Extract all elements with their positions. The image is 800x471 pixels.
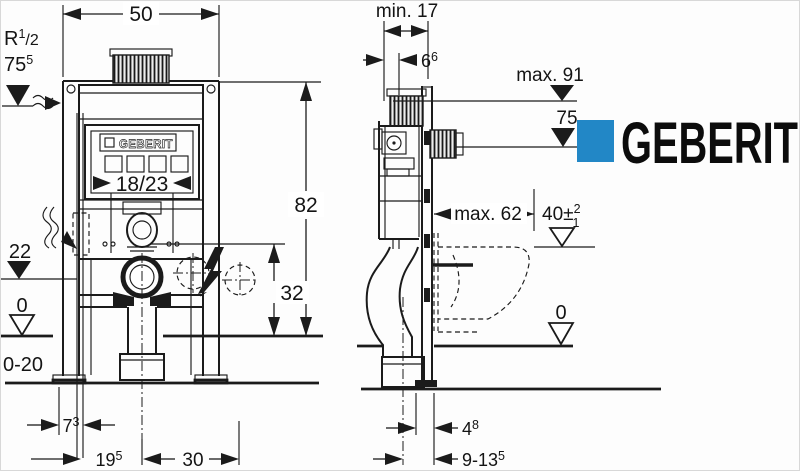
front-dimensions: 50 R1/2 755 22 82 3 <box>2 2 324 471</box>
panel-dim-arrow-left <box>93 176 111 190</box>
dim-width: 50 <box>129 3 152 26</box>
dim-supply-height: 755 <box>4 53 33 76</box>
dim-model-18-23: 18/23 <box>116 173 169 196</box>
bowl-height-marker <box>548 227 576 248</box>
label-floor-zero: 0 <box>16 295 27 317</box>
dim-floor-range: 0-20 <box>3 354 43 376</box>
logo-text: GEBERIT <box>621 111 798 176</box>
flash-icon <box>198 247 224 297</box>
level-marker-91 <box>550 85 574 101</box>
front-drain <box>79 253 203 465</box>
dim-outlet-height: 32 <box>280 282 303 305</box>
dim-bend-offset: 48 <box>462 418 479 439</box>
access-panel: GEBERIT 18/23 <box>84 124 200 200</box>
dim-outlet-range: 9-135 <box>462 449 505 470</box>
geberit-logo: GEBERIT <box>577 111 798 176</box>
dim-total-height: 82 <box>294 194 317 217</box>
side-drain <box>365 239 425 465</box>
dim-drain-offset: 30 <box>182 450 203 471</box>
flush-connector <box>429 129 457 159</box>
panel-logo-plate: GEBERIT <box>99 133 177 152</box>
front-supply <box>42 113 90 458</box>
dim-supply-level: 22 <box>9 241 31 263</box>
label-side-zero: 0 <box>555 302 566 324</box>
dim-max-height: max. 91 <box>516 65 584 86</box>
dim-supply-offset: 195 <box>96 449 123 470</box>
side-view: min. 17 66 max. 91 75 max. 62 40±21 <box>357 1 661 470</box>
side-floor <box>357 344 661 391</box>
panel-buttons <box>104 155 189 173</box>
front-cistern: GEBERIT 18/23 <box>78 48 204 260</box>
side-floor-marker <box>547 322 575 346</box>
dim-pipe-offset: 66 <box>421 50 438 71</box>
supply-arrow <box>61 231 77 249</box>
level-marker-22 <box>7 261 31 279</box>
front-view: GEBERIT 18/23 <box>1 2 324 471</box>
level-marker-75 <box>551 128 575 147</box>
logo-blue-square <box>577 120 614 162</box>
dim-foot-offset: 73 <box>63 415 80 436</box>
fill-pipe <box>109 48 173 84</box>
wc-bowl-outline <box>432 233 530 333</box>
dim-max-depth: max. 62 <box>454 204 522 225</box>
dim-min-depth: min. 17 <box>376 1 438 22</box>
panel-dim-arrow-right <box>173 176 191 190</box>
level-marker-supply <box>6 85 30 106</box>
front-floor <box>1 334 323 385</box>
panel-logo-text: GEBERIT <box>119 139 173 151</box>
front-fixings <box>1 243 285 298</box>
label-thread: R1/2 <box>4 27 39 50</box>
floor-marker <box>8 314 36 337</box>
dim-pipe-level: 75 <box>556 108 577 129</box>
